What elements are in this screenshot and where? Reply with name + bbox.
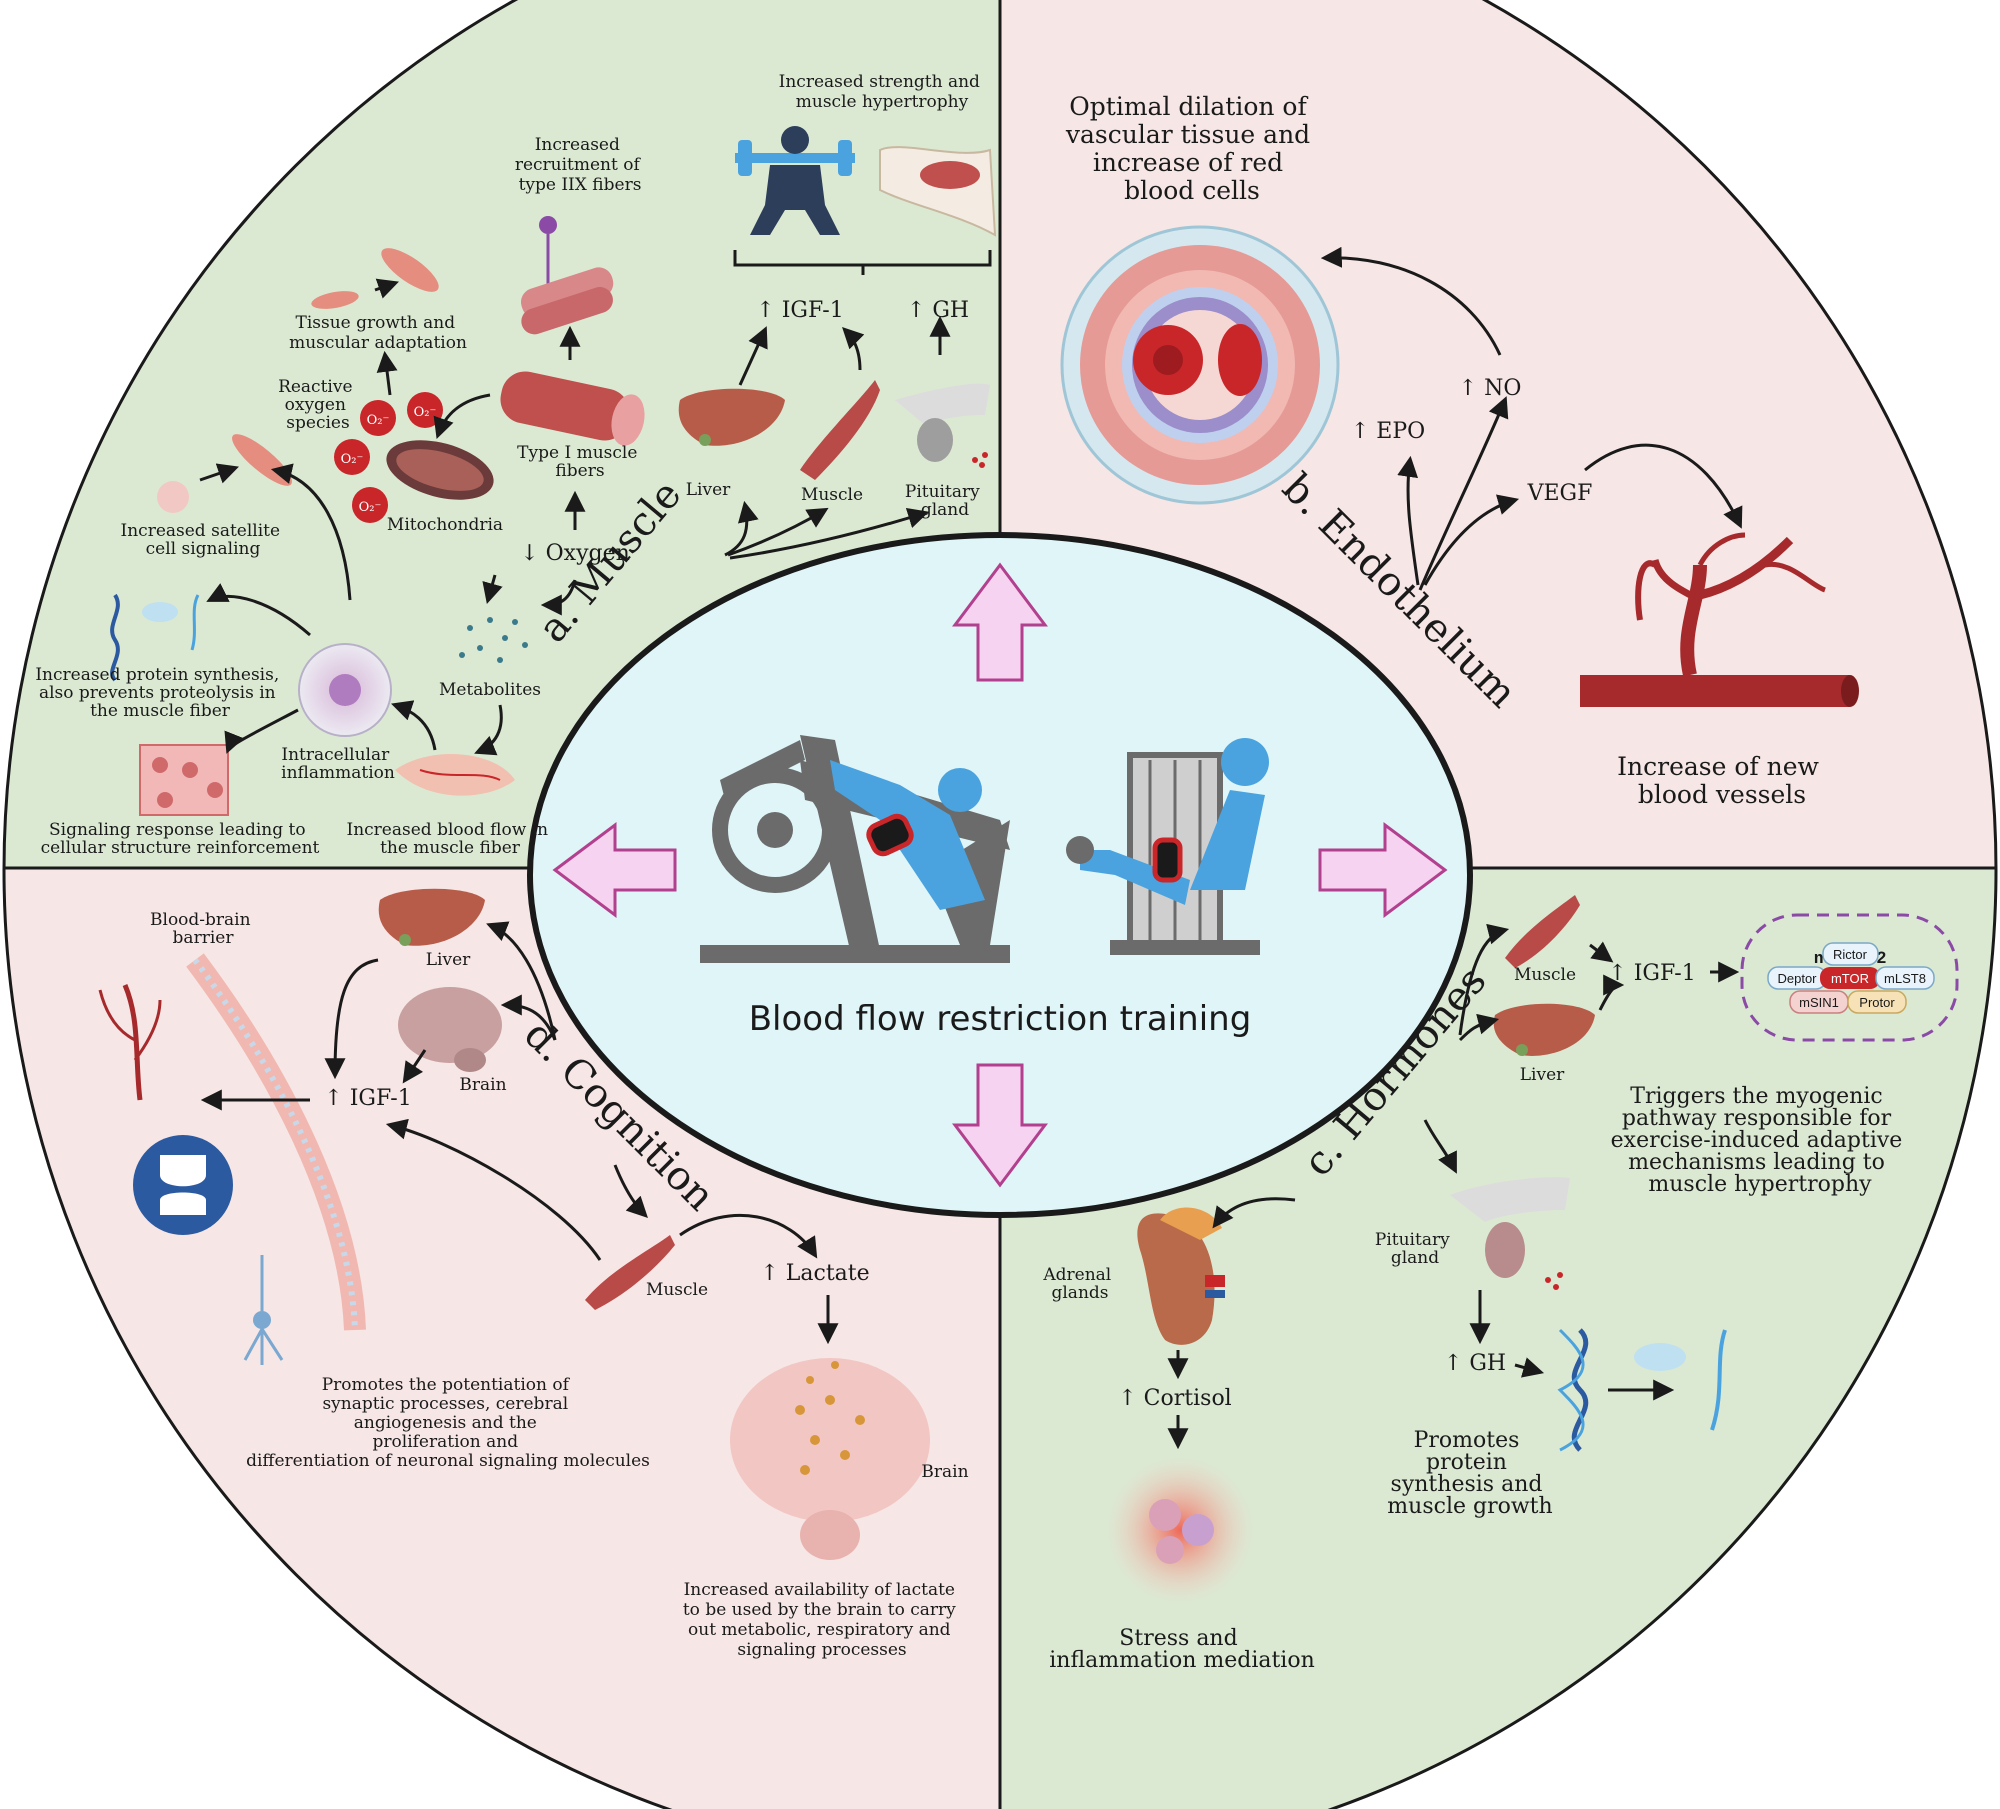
synaptic-label: Promotes the potentiation of synaptic pr…: [246, 1375, 650, 1471]
stress-label: Stress and inflammation mediation: [1049, 1626, 1315, 1673]
deptor-label: Deptor: [1777, 971, 1817, 986]
cognition-brain-label: Brain: [459, 1075, 506, 1095]
lactate-use-label: Increased availability of lactate to be …: [683, 1580, 961, 1660]
pituitary-icon: [895, 383, 990, 468]
muscle-arrows: [199, 278, 951, 756]
inflammation-label: Intracellular inflammation: [281, 745, 395, 783]
type-i-label: Type I muscle fibers: [517, 443, 643, 481]
cognition-igf1-label: ↑ IGF-1: [324, 1086, 411, 1111]
blood-flow-label: Increased blood flow in the muscle fiber: [347, 820, 554, 858]
hormones-pituitary-icon: [1450, 1177, 1570, 1290]
oxygen-label: ↓ Oxygen: [520, 541, 630, 566]
arrow-left: [552, 822, 677, 918]
muscle-strength-label: Increased strength and muscle hypertroph…: [779, 72, 986, 112]
mitochondria-label: Mitochondria: [387, 515, 503, 535]
cortisol-label: ↑ Cortisol: [1118, 1386, 1231, 1411]
ros-symbol: O₂⁻: [341, 452, 364, 467]
synapse-icon: [133, 1135, 233, 1235]
hormones-protein-label: Promotes protein synthesis and muscle gr…: [1387, 1428, 1552, 1519]
ros-symbol: O₂⁻: [367, 413, 390, 428]
lactate-brain-label: Brain: [921, 1462, 968, 1482]
metabolites-icon: [459, 617, 528, 663]
blood-flow-fiber-icon: [395, 753, 515, 796]
hormones-pituitary-label: Pituitary gland: [1375, 1230, 1455, 1268]
flexed-arm-icon: [879, 146, 997, 237]
muscle-pituitary-label: Pituitary gland: [905, 482, 985, 520]
cellular-structure-icon: [139, 744, 229, 816]
rictor-label: Rictor: [1833, 947, 1868, 962]
signaling-label: Signaling response leading to cellular s…: [41, 820, 320, 858]
blood-brain-barrier-icon: [186, 953, 366, 1331]
hormones-igf1-label: ↑ IGF-1: [1608, 961, 1695, 986]
liver-icon: [678, 388, 785, 446]
adrenal-gland-icon: [1137, 1207, 1225, 1345]
type-iix-label: Increased recruitment of type IIX fibers: [515, 135, 645, 195]
leg-press-icon: [700, 735, 1010, 963]
dilation-label: Optimal dilation of vascular tissue and …: [1065, 92, 1318, 205]
muscle-icon: [800, 380, 880, 480]
msin1-label: mSIN1: [1799, 995, 1839, 1010]
hormones-gh-label: ↑ GH: [1444, 1351, 1506, 1376]
satellite-label: Increased satellite cell signaling: [121, 521, 286, 559]
cognition-arrows: [200, 921, 839, 1345]
dna-transcription-icon: [1557, 1328, 1727, 1452]
center-title: Blood flow restriction training: [749, 999, 1252, 1039]
ros-label: Reactive oxygen species: [278, 377, 358, 433]
inflammation-cell-icon: [298, 643, 392, 737]
lactate-label: ↑ Lactate: [760, 1261, 869, 1286]
squat-icon: [735, 126, 855, 235]
no-label: ↑ NO: [1459, 376, 1522, 401]
cognition-liver-icon: [378, 888, 485, 946]
arrow-up: [952, 562, 1048, 682]
metabolites-label: Metabolites: [439, 680, 541, 700]
muscle-cells-icon: [311, 248, 439, 309]
mtor-label: mTOR: [1831, 971, 1869, 986]
arrow-right: [1318, 822, 1448, 918]
cerebral-vessels-icon: [98, 984, 162, 1101]
hormones-arrows: [1167, 923, 1740, 1450]
mlst8-label: mLST8: [1884, 971, 1926, 986]
muscle-muscle-label: Muscle: [801, 485, 863, 505]
muscle-liver-label: Liver: [686, 480, 731, 500]
adrenal-label: Adrenal glands: [1042, 1265, 1116, 1303]
mtorc2-complex: mTORC2 Rictor Deptor mTOR mLST8 mSIN1 Pr…: [1740, 913, 1959, 1042]
tissue-growth-label: Tissue growth and muscular adaptation: [289, 313, 467, 353]
ros-symbol: O₂⁻: [359, 500, 382, 515]
muscle-gh-label: ↑ GH: [907, 298, 969, 323]
hormones-liver-label: Liver: [1520, 1065, 1565, 1085]
ros-symbol: O₂⁻: [414, 405, 437, 420]
cognition-liver-label: Liver: [426, 950, 471, 970]
endothelium-arrows: [1320, 246, 1743, 591]
protein-synthesis-icon: [110, 593, 200, 682]
epo-label: ↑ EPO: [1351, 419, 1425, 444]
cognition-muscle-icon: [585, 1235, 675, 1310]
leg-extension-machine-icon: [1066, 738, 1269, 955]
new-vessels-label: Increase of new blood vessels: [1617, 752, 1827, 809]
hormones-muscle-icon: [1505, 895, 1580, 968]
type-i-fiber-icon: [500, 371, 645, 446]
inflammation-cells-icon: [1105, 1455, 1255, 1605]
myogenic-label: Triggers the myogenic pathway responsibl…: [1611, 1084, 1910, 1197]
arrow-down: [952, 1063, 1048, 1188]
neuron-icon: [243, 1255, 284, 1365]
hormones-liver-icon: [1493, 1003, 1595, 1056]
blood-vessel-cross-section-icon: [1060, 225, 1340, 505]
bbb-label: Blood-brain barrier: [150, 910, 256, 948]
mitochondria-icon: [386, 440, 494, 500]
cognition-brain-icon: [398, 987, 502, 1072]
hormones-muscle-label: Muscle: [1514, 965, 1576, 985]
cognition-muscle-label: Muscle: [646, 1280, 708, 1300]
endothelium-section: b. Endothelium Optimal dilation of vascu…: [1060, 92, 1859, 809]
muscle-igf1-label: ↑ IGF-1: [756, 298, 843, 323]
center-arrows: [552, 562, 1448, 1188]
lactate-brain-icon: [730, 1358, 930, 1560]
protor-label: Protor: [1859, 995, 1895, 1010]
new-vessels-icon: [1580, 532, 1859, 707]
type-iix-fiber-icon: [520, 216, 614, 335]
vegf-label: VEGF: [1527, 481, 1593, 506]
protein-synthesis-label: Increased protein synthesis, also preven…: [35, 665, 284, 721]
